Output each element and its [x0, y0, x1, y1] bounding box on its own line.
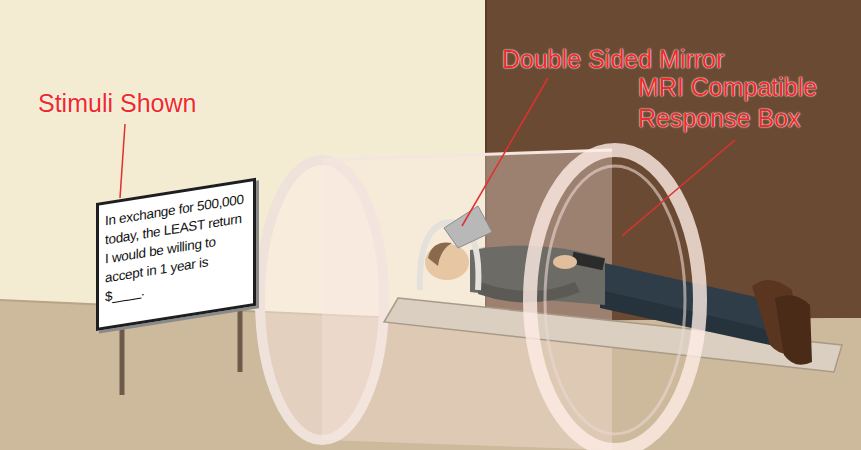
leader-line: [462, 78, 548, 226]
boot: [775, 295, 812, 365]
sign-leg: [238, 300, 243, 372]
scanner-edge: [322, 150, 612, 160]
leader-line: [622, 140, 735, 236]
mirror: [444, 206, 492, 248]
scanner-front-ring: [530, 150, 700, 450]
sign-text: In exchange for 500,000 today, the LEAST…: [105, 189, 247, 306]
hand: [553, 255, 577, 269]
callout-label: Stimuli Shown: [38, 88, 258, 119]
head: [425, 244, 469, 280]
scanner-inner-ring: [545, 166, 685, 434]
callout-label: MRI Compatible Response Box: [638, 72, 858, 134]
hair: [428, 243, 452, 266]
stimulus-sign: In exchange for 500,000 today, the LEAST…: [96, 178, 256, 331]
leader-line: [120, 124, 125, 198]
scanner-bore: [322, 150, 612, 450]
sign-leg: [120, 320, 125, 395]
callout-label: Double Sided Mirror: [502, 44, 792, 75]
